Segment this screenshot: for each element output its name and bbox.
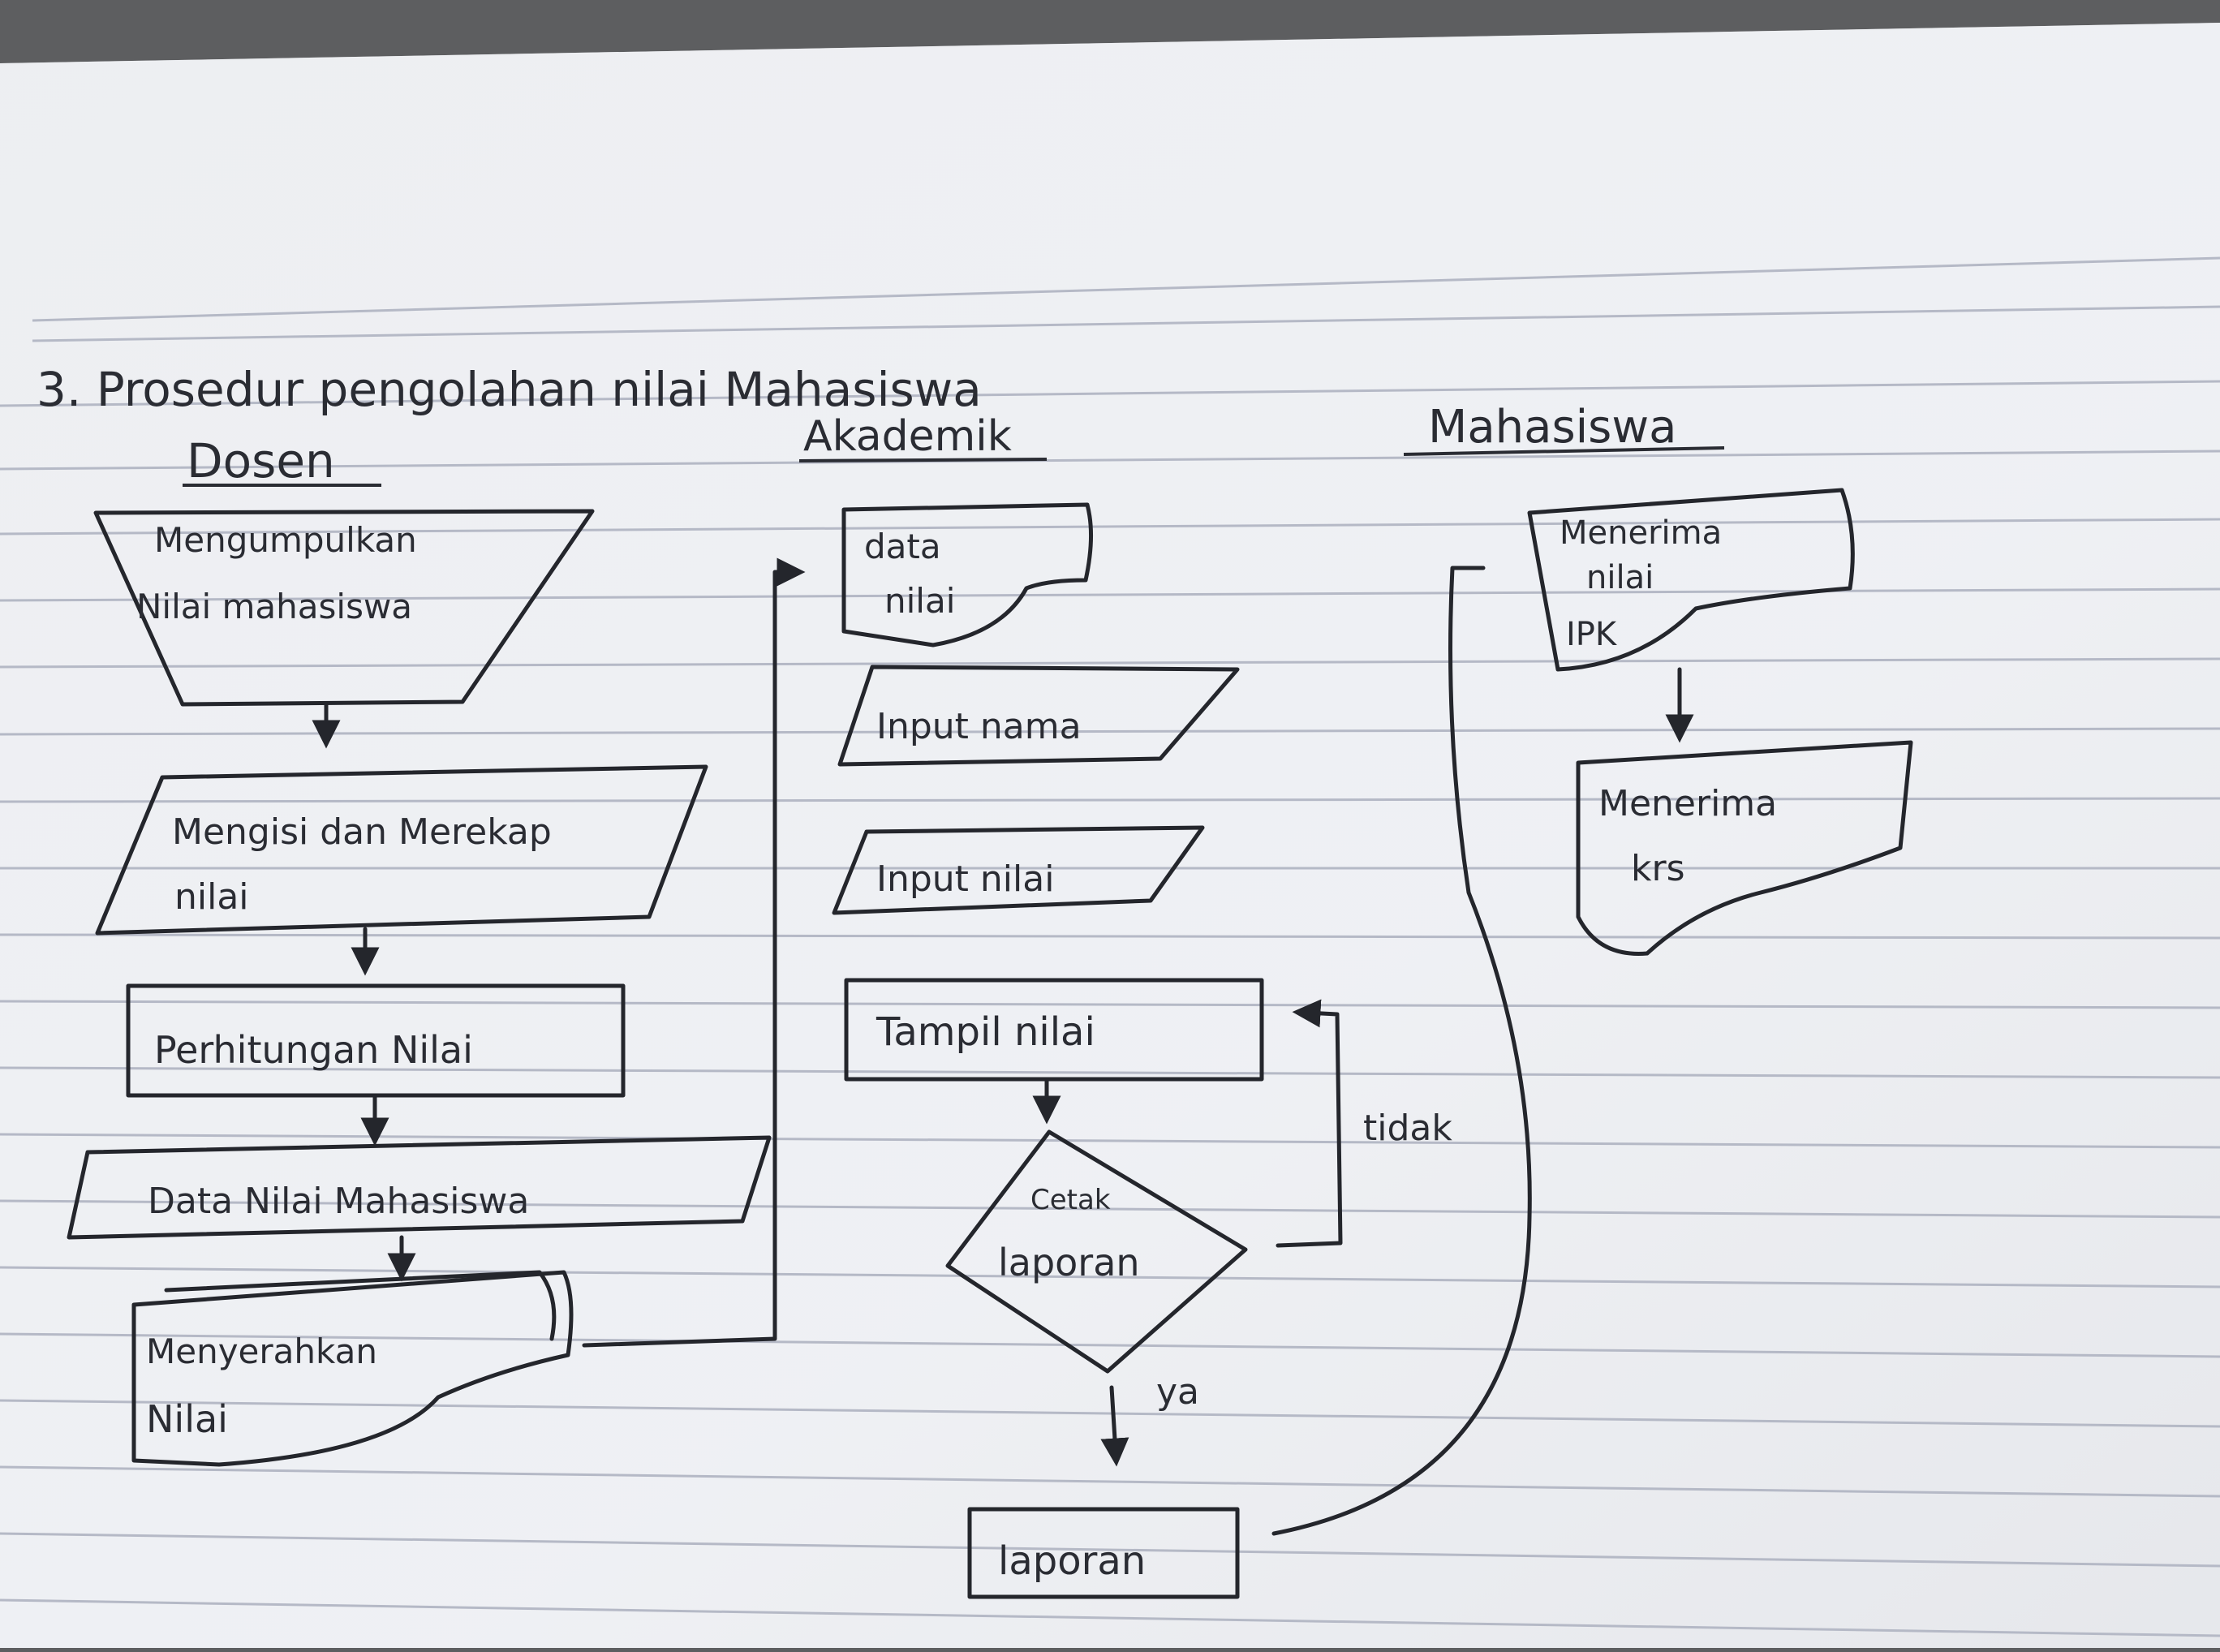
io-input-name	[837, 665, 1240, 767]
io-input-grade	[832, 825, 1205, 915]
lane-header-dosen: Dosen	[187, 433, 335, 488]
receive-gpa-line3: IPK	[1566, 616, 1618, 653]
receive-krs-line1: Menerima	[1598, 783, 1777, 824]
input-name-label: Input nama	[876, 706, 1082, 747]
io-grade-data	[67, 1135, 772, 1240]
decision-line2: laporan	[998, 1241, 1140, 1284]
io-fill-and-recap	[95, 764, 708, 936]
grade-data-label: Data Nilai Mahasiswa	[148, 1181, 529, 1222]
collect-grades-line2: Nilai mahasiswa	[136, 587, 412, 626]
lane-header-akademik: Akademik	[803, 412, 1012, 461]
yes-branch-label: ya	[1156, 1371, 1199, 1413]
report-label: laporan	[998, 1538, 1146, 1584]
process-show-grades	[844, 978, 1264, 1082]
fill-recap-line1: Mengisi dan Merekap	[172, 811, 552, 853]
lane-header-mahasiswa: Mahasiswa	[1428, 401, 1676, 454]
grade-doc-line2: nilai	[884, 581, 955, 621]
submit-grades-line2: Nilai	[146, 1397, 228, 1441]
no-branch-label: tidak	[1363, 1108, 1452, 1149]
collect-grades-line1: Mengumpulkan	[154, 520, 417, 560]
grade-doc-line1: data	[864, 527, 941, 566]
process-report	[967, 1507, 1240, 1599]
grade-calculation-label: Perhitungan Nilai	[154, 1028, 473, 1072]
submit-grades-line1: Menyerahkan	[146, 1331, 377, 1371]
receive-gpa-line2: nilai	[1586, 559, 1654, 596]
document-submit-grades	[131, 1270, 574, 1467]
receive-krs-line2: krs	[1631, 848, 1685, 889]
document-receive-gpa	[1527, 488, 1855, 672]
decision-print-report	[945, 1129, 1248, 1374]
manual-operation-collect-grades	[93, 509, 595, 707]
decision-line1: Cetak	[1030, 1184, 1111, 1216]
show-grades-label: Tampil nilai	[876, 1009, 1095, 1055]
input-grade-label: Input nilai	[876, 858, 1054, 900]
page-title: 3. Prosedur pengolahan nilai Mahasiswa	[37, 362, 982, 417]
document-grade-data	[841, 502, 1093, 647]
receive-gpa-line1: Menerima	[1560, 514, 1722, 552]
ruled-lines	[0, 256, 2220, 1637]
document-receive-krs	[1576, 740, 1913, 956]
fill-recap-line2: nilai	[174, 876, 249, 918]
